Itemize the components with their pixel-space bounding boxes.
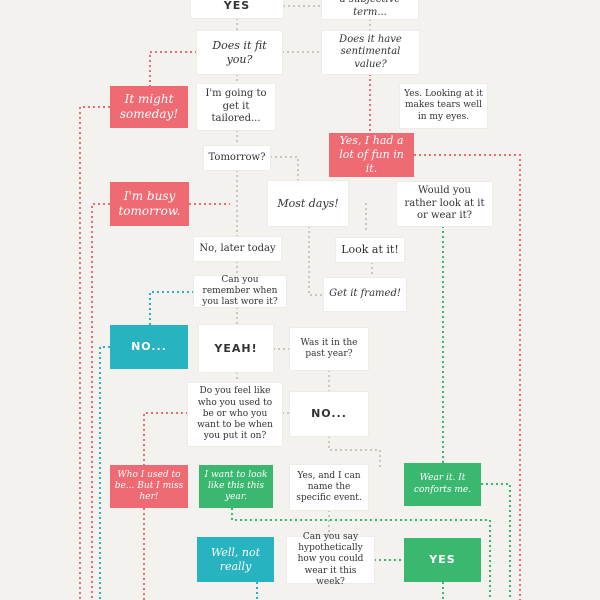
node-look-or-wear: Would you rather look at it or wear it? [397,182,492,226]
node-no-teal: NO... [110,325,188,369]
node-most-days: Most days! [268,181,348,226]
node-get-it-framed: Get it framed! [324,278,406,311]
node-yes-green: YES [404,538,481,582]
node-well-not-really: Well, not really [197,537,274,582]
node-get-it-tailored: I'm going to get it tailored... [197,84,275,130]
node-name-event: Yes, and I can name the specific event. [290,465,368,510]
node-busy-tomorrow: I'm busy tomorrow. [110,182,189,226]
node-it-might-someday: It might someday! [110,86,188,128]
node-wear-it: Wear it. It conforts me. [404,463,481,506]
node-who-you-used-to-be: Do you feel like who you used to be or w… [188,383,282,446]
node-does-it-fit: Does it fit you? [197,31,282,74]
node-remember-last-wore: Can you remember when you last wore it? [194,275,286,307]
node-past-year: Was it in the past year? [290,328,368,370]
node-no-white: NO... [290,392,368,436]
node-later-today: No, later today [194,237,281,261]
node-tears-in-eyes: Yes. Looking at it makes tears well in m… [400,84,487,128]
node-yes-top: YES [191,0,283,18]
node-look-at-it: Look at it! [336,238,404,262]
node-want-to-look: I want to look like this this year. [199,465,273,508]
node-hypothetically-wear: Can you say hypothetically how you could… [287,532,374,587]
node-sentimental-value: Does it have sentimental value? [322,31,419,74]
node-who-i-used-to-be: Who I used to be... But I miss her! [110,465,188,508]
node-subjective-term: a subjective term... [322,0,418,19]
node-had-fun: Yes, I had a lot of fun in it. [329,133,414,177]
node-tomorrow-question: Tomorrow? [204,146,270,170]
node-yeah: YEAH! [199,325,273,372]
